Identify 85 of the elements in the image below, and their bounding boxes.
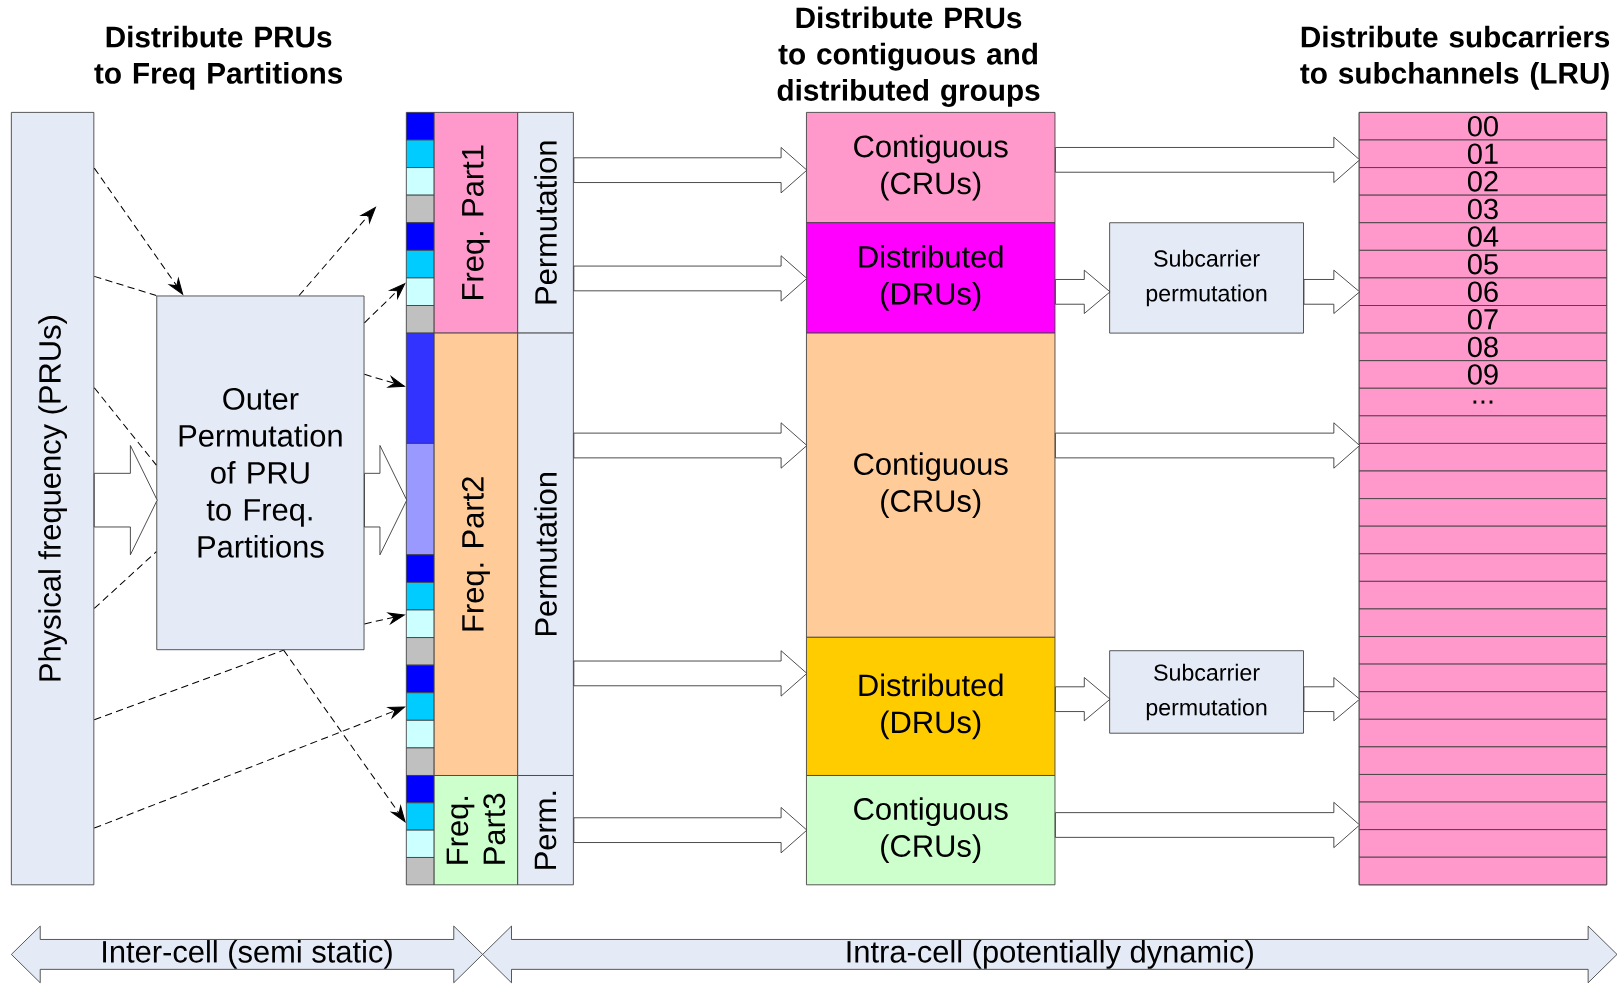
strip-cell (405, 305, 435, 334)
strip-cell (405, 775, 435, 804)
subchannel-row (1358, 525, 1608, 555)
strip-cell (405, 802, 435, 831)
block-arrow (93, 445, 158, 556)
subchannel-row: 03 (1358, 194, 1608, 224)
strip-cell (405, 609, 435, 639)
strip-cell (405, 139, 435, 169)
subchannel-row (1358, 498, 1608, 527)
dashed-line (93, 275, 157, 297)
group-box: Contiguous (CRUs) (806, 775, 1056, 886)
block-arrow (1054, 136, 1361, 184)
subchannel-row (1358, 415, 1608, 444)
subchannel-row (1358, 856, 1608, 886)
subchannel-row: 06 (1358, 277, 1608, 307)
subchannel-row: 02 (1358, 167, 1608, 196)
group-box: Contiguous (CRUs) (806, 332, 1056, 638)
block-arrow (573, 422, 808, 469)
column-heading: Distribute subcarriers to subchannels (LRU) (1300, 25, 1610, 90)
subchannel-row: 04 (1358, 222, 1608, 251)
strip-cell (405, 222, 435, 251)
block-arrow (573, 650, 808, 697)
strip-cell (405, 692, 435, 721)
partition-box: Freq. Part2 (433, 332, 519, 777)
strip-cell (405, 167, 435, 196)
subchannel-row (1358, 470, 1608, 500)
subchannel-row (1358, 636, 1608, 665)
strip-cell (405, 664, 435, 694)
subchannel-row (1358, 608, 1608, 638)
strip-cell (405, 250, 435, 279)
subcarrier-box: Subcarrier permutation (1109, 222, 1304, 334)
strip-cell (405, 277, 435, 307)
block-arrow (573, 147, 808, 194)
strip-cell (405, 747, 435, 777)
strip-cell (405, 112, 435, 141)
strip-cell (405, 554, 435, 583)
strip-cell (405, 829, 435, 858)
strip-cell (405, 637, 435, 666)
subchannel-row: 09 (1358, 360, 1608, 389)
block-arrow (1054, 801, 1361, 849)
strip-cell (405, 857, 435, 886)
dashed-arrow (283, 649, 406, 823)
permutation-box: Perm. (517, 775, 574, 886)
subchannel-row (1358, 443, 1608, 472)
subchannel-row (1358, 829, 1608, 858)
group-box: Contiguous (CRUs) (806, 112, 1056, 224)
block-arrow (1054, 422, 1361, 469)
subchannel-row (1358, 663, 1608, 693)
subchannel-row (1358, 691, 1608, 720)
block-arrow (1054, 677, 1111, 722)
subchannel-row (1358, 774, 1608, 803)
range-label: Inter-cell (semi static) (103, 940, 392, 969)
block-arrow (573, 807, 808, 854)
subchannel-row: 00 (1358, 112, 1608, 141)
dashed-line (93, 649, 285, 721)
subchannel-row (1358, 581, 1608, 610)
block-arrow (1303, 677, 1361, 722)
subchannel-row: 07 (1358, 305, 1608, 334)
strip-cell (405, 194, 435, 224)
subchannel-row (1358, 718, 1608, 748)
strip-cell (405, 582, 435, 611)
block-arrow (364, 445, 408, 556)
strip-cell (405, 332, 435, 444)
group-box: Distributed (DRUs) (806, 636, 1056, 777)
column-heading: Distribute PRUs to Freq Partitions (94, 25, 343, 90)
range-label: Intra-cell (potentially dynamic) (847, 940, 1253, 969)
subcarrier-box: Subcarrier permutation (1109, 650, 1304, 734)
frequency-bar: Physical frequency (PRUs) (10, 112, 95, 886)
subchannel-row (1358, 801, 1608, 831)
subchannel-row: 05 (1358, 250, 1608, 279)
subchannel-row: ... (1358, 387, 1608, 417)
partition-box: Freq. Part1 (433, 112, 519, 334)
process-box: Outer Permutation of PRU to Freq. Partitions (156, 295, 365, 651)
partition-box: Freq. Part3 (433, 775, 519, 886)
block-arrow (1054, 269, 1111, 315)
strip-cell (405, 443, 435, 556)
subchannel-row (1358, 746, 1608, 775)
group-box: Distributed (DRUs) (806, 222, 1056, 334)
block-arrow (573, 255, 808, 302)
subchannel-row: 01 (1358, 139, 1608, 169)
permutation-box: Permutation (517, 112, 574, 334)
subchannel-row: 08 (1358, 332, 1608, 362)
strip-cell (405, 720, 435, 749)
subchannel-row (1358, 553, 1608, 582)
block-arrow (1303, 269, 1361, 315)
